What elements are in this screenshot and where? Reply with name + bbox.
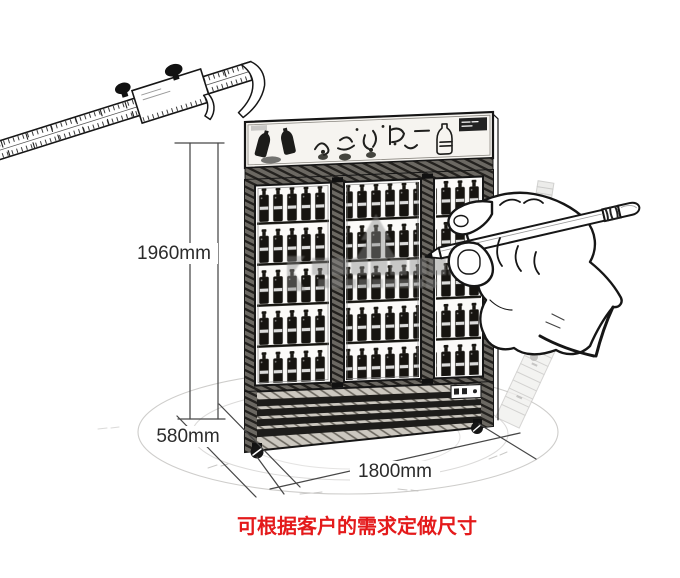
control-box[interactable] [450,383,482,400]
depth-dimension-label: 580mm [148,426,228,447]
header-bottle-art [254,127,296,164]
caliper-fixed-jaw [237,60,266,119]
watermark [287,214,466,291]
header-cola-bottle [436,123,453,155]
watermark-text-blocks [312,258,466,275]
index-fingernail [453,214,469,228]
header-sign [459,117,487,132]
caliper-thumb-screw [115,82,131,95]
door-hinges [332,173,433,388]
wrist-strokes [538,305,615,358]
cooler-louver-panel [244,380,494,454]
cooler-mullion-2 [421,172,434,385]
hand-with-pencil-icon [424,191,641,358]
control-button-1[interactable] [454,388,459,395]
header-calligraphy [314,125,430,156]
control-indicator [473,389,477,394]
cooler-left-post [245,179,255,392]
caliper-sliding-jaw [202,93,215,121]
header-figures [318,125,397,161]
caliper-lock-screw [164,63,183,77]
height-dimension-lines [174,142,226,420]
custom-size-caption: 可根据客户的需求定做尺寸 [237,516,477,538]
hand-detail-strokes [489,198,544,311]
watermark-url-blocks [318,279,437,288]
control-button-2[interactable] [462,388,467,395]
height-dimension-label: 1960mm [130,243,218,264]
thumbnail [457,249,481,275]
cuff-shading [545,313,565,329]
vernier-caliper-icon [0,60,266,162]
pencil-eraser [616,201,641,219]
width-dimension-label: 1800mm [350,461,440,482]
